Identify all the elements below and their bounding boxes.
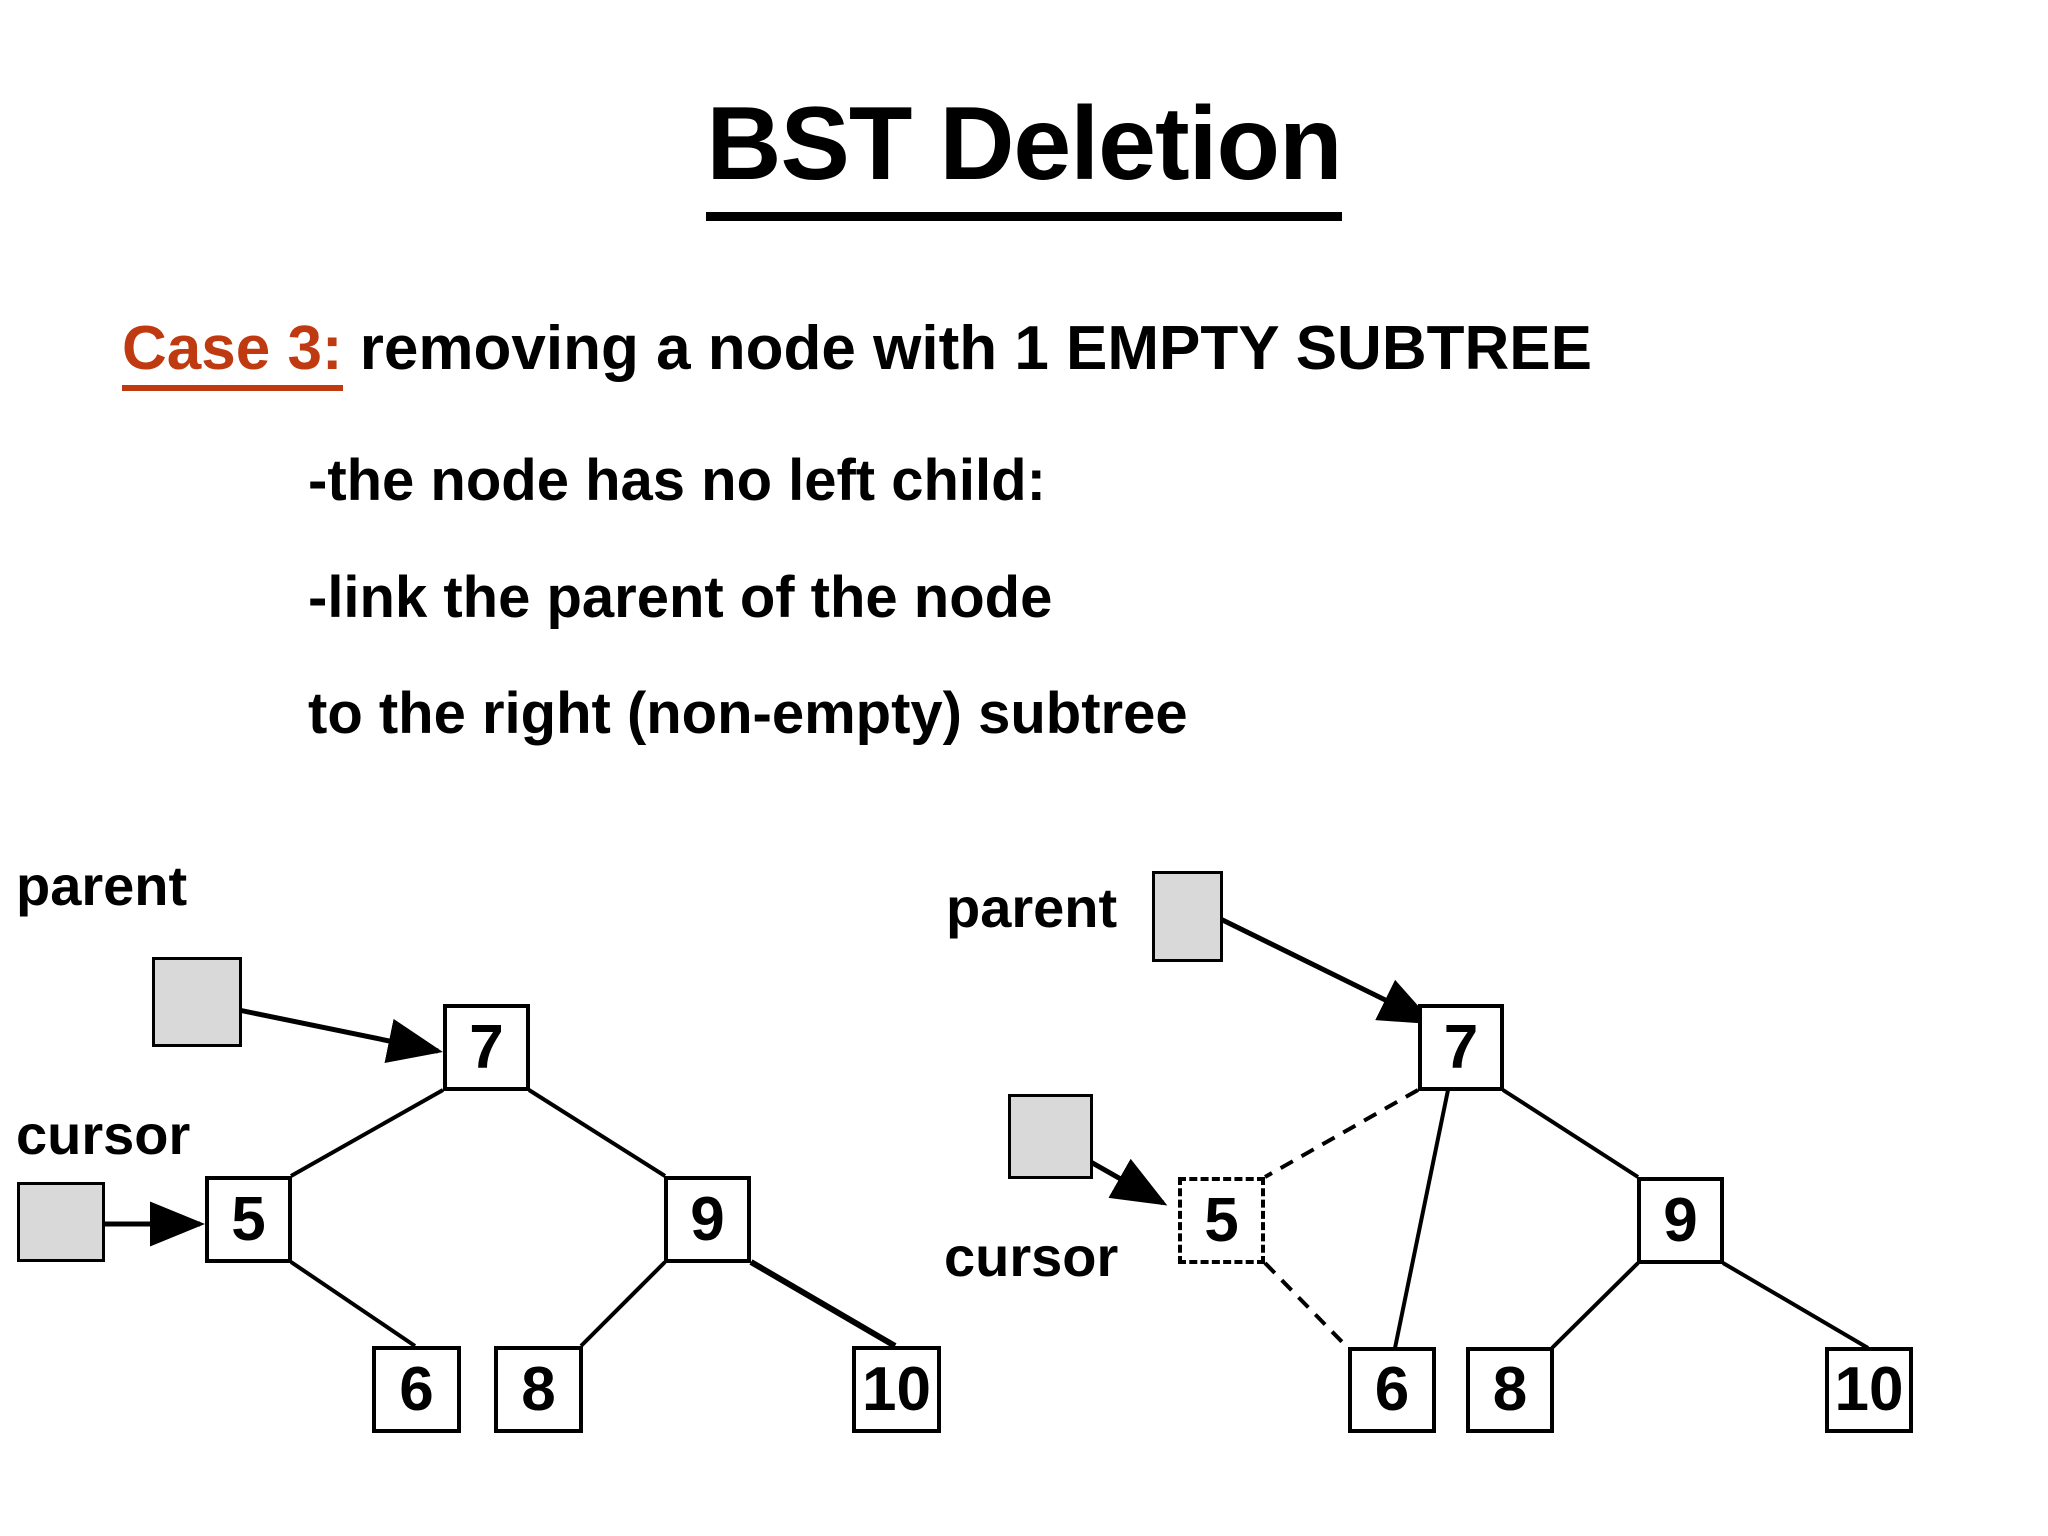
edge-7-5-removed — [1264, 1088, 1419, 1179]
node-7: 7 — [1418, 1004, 1504, 1091]
node-6: 6 — [1348, 1347, 1436, 1433]
pointer-label-parent: parent — [16, 854, 188, 917]
node-7: 7 — [443, 1004, 530, 1091]
edge-5-6-removed — [1263, 1261, 1350, 1350]
pointer-box-parent — [1152, 871, 1223, 962]
node-10: 10 — [852, 1346, 941, 1433]
pointer-box-cursor — [1008, 1094, 1093, 1179]
pointer-box-parent — [152, 957, 242, 1047]
node-9: 9 — [1637, 1177, 1724, 1264]
node-5: 5 — [205, 1176, 292, 1263]
bullet-line-2: -link the parent of the node — [308, 565, 1053, 630]
pointer-box-cursor — [17, 1182, 105, 1262]
case-description: removing a node with 1 EMPTY SUBTREE — [342, 314, 1592, 383]
edge-9-8 — [1550, 1261, 1640, 1350]
pointer-label-cursor: cursor — [944, 1225, 1119, 1288]
node-10: 10 — [1825, 1347, 1913, 1433]
page-title-text: BST Deletion — [706, 86, 1343, 221]
page-title: BST Deletion — [0, 86, 2048, 221]
edge-9-10 — [1721, 1261, 1870, 1350]
pointer-arrow-parent — [1190, 902, 1435, 1025]
case-label: Case 3: — [122, 314, 343, 391]
node-5-deleted: 5 — [1178, 1177, 1265, 1264]
edge-7-9 — [1501, 1088, 1640, 1179]
pointer-label-parent: parent — [946, 876, 1118, 939]
node-8: 8 — [1466, 1347, 1554, 1433]
pointer-label-cursor: cursor — [16, 1103, 191, 1166]
node-6: 6 — [372, 1346, 461, 1433]
bullet-line-3: to the right (non-empty) subtree — [308, 681, 1188, 746]
case-heading: Case 3: removing a node with 1 EMPTY SUB… — [122, 314, 1592, 391]
node-8: 8 — [494, 1346, 583, 1433]
edge-7-6-new — [1393, 1089, 1450, 1349]
bullet-line-1: -the node has no left child: — [308, 448, 1046, 513]
node-9: 9 — [664, 1176, 751, 1263]
